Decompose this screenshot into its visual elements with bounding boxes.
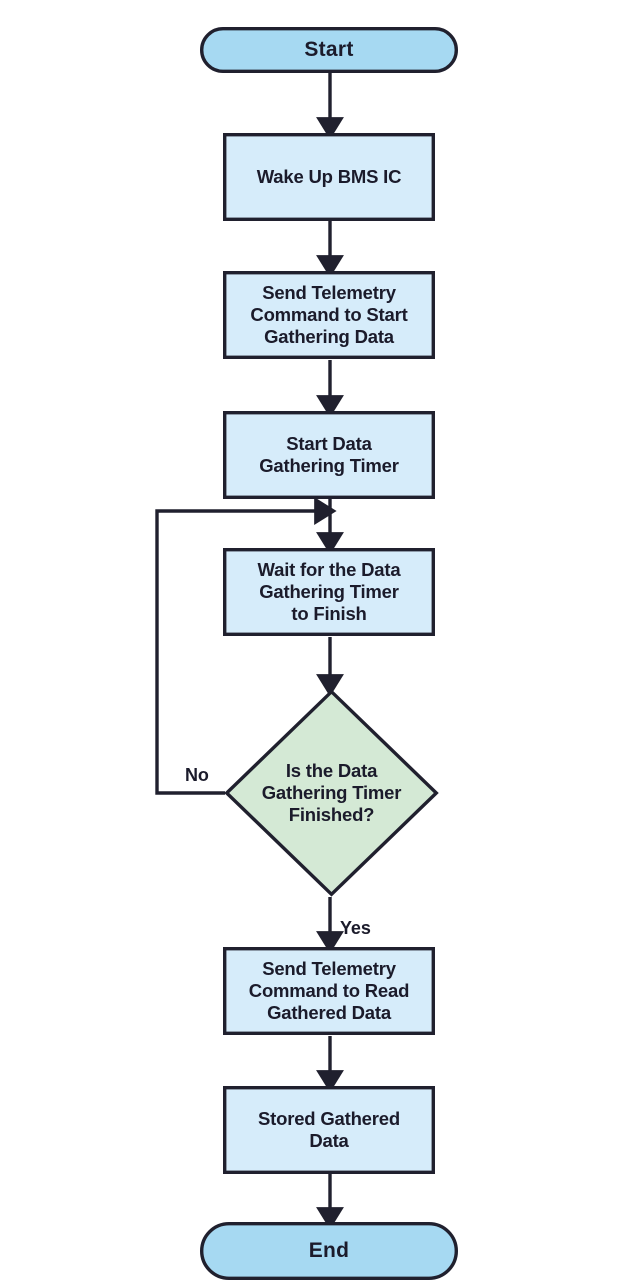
edge-label-yes: Yes: [340, 918, 371, 938]
node-stored-gathered-data-shape: [222, 1085, 436, 1174]
connector-group: [155, 73, 344, 1230]
node-end-shape: [199, 1221, 459, 1280]
node-send-telemetry-start-shape: [222, 271, 436, 360]
node-start-data-gathering-timer-shape: [222, 411, 436, 500]
node-start-shape: [199, 27, 459, 73]
edge-label-no: No: [185, 765, 209, 785]
node-timer-finished-decision-shape: [224, 689, 439, 897]
node-send-telemetry-read-shape: [222, 947, 436, 1036]
connector-decision-no-loop: [155, 497, 337, 795]
node-wake-up-bms-ic-shape: [222, 132, 436, 221]
node-wait-for-timer-shape: [222, 548, 436, 637]
